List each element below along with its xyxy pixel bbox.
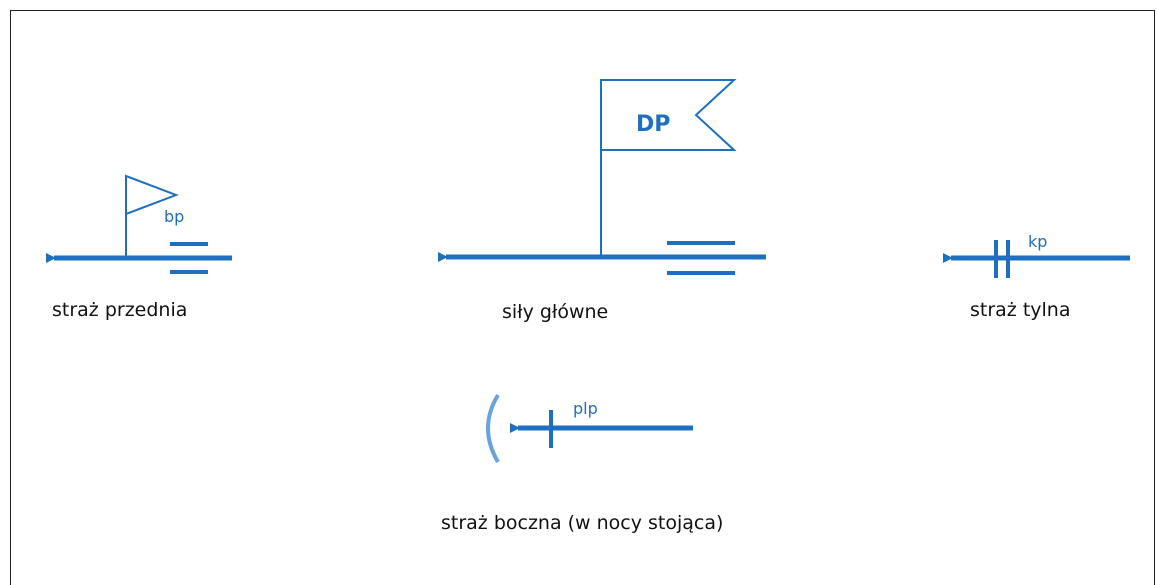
- main-force-tag: DP: [636, 112, 670, 137]
- diagram-frame: [10, 10, 1155, 585]
- flank-guard-caption: straż boczna (w nocy stojąca): [441, 512, 723, 534]
- vanguard-tag: bp: [164, 207, 184, 226]
- main-force-caption: siły główne: [502, 301, 608, 323]
- vanguard-pennant-icon: [125, 174, 179, 216]
- main-force-flag-icon: [600, 79, 737, 151]
- flank-guard-tag: plp: [573, 399, 598, 418]
- flank-guard-symbol: plp: [486, 393, 693, 464]
- vanguard-symbol: bp: [46, 174, 232, 274]
- flank-guard-bracket-icon: [486, 393, 500, 464]
- vanguard-caption: straż przednia: [52, 299, 187, 321]
- rearguard-caption: straż tylna: [970, 299, 1070, 321]
- rearguard-tag: kp: [1028, 232, 1047, 251]
- rearguard-symbol: kp: [943, 232, 1130, 278]
- main-force-symbol: DP: [438, 79, 766, 275]
